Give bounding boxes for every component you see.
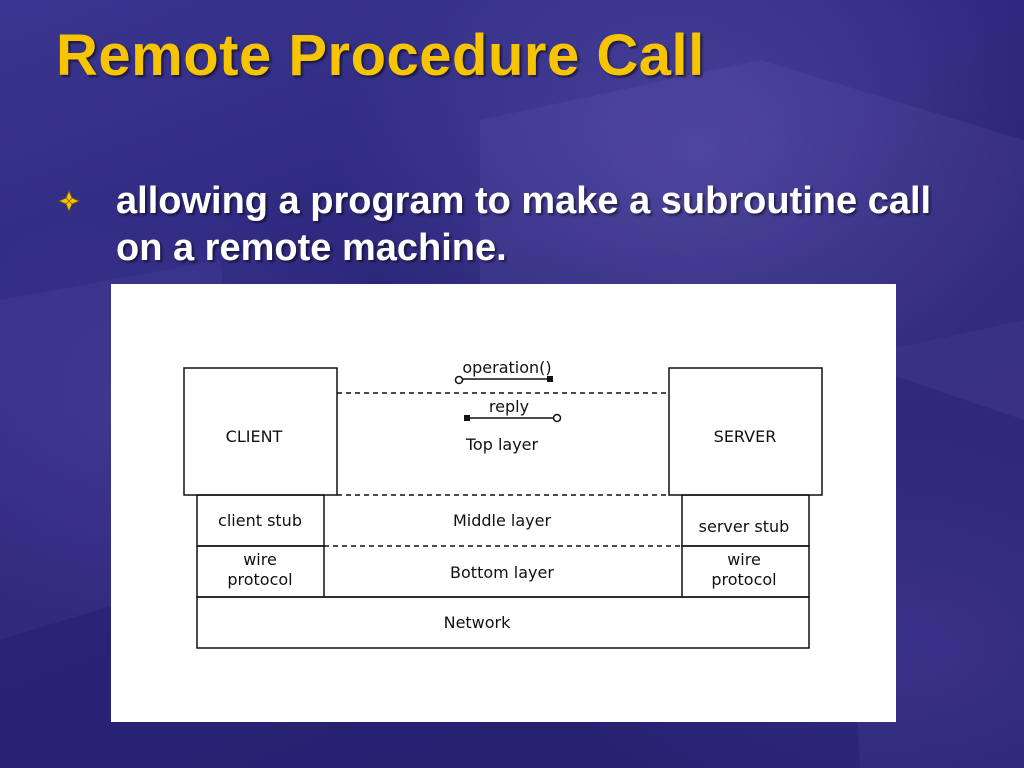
bullet-text: allowing a program to make a subroutine … — [116, 180, 932, 269]
server-label: SERVER — [714, 427, 777, 446]
client-label: CLIENT — [226, 427, 283, 446]
client-wire-label-line1: wire — [243, 550, 277, 569]
operation-arrow — [454, 375, 553, 385]
reply-arrow — [464, 413, 562, 423]
operation-label: operation() — [462, 358, 551, 377]
server-wire-label-line1: wire — [727, 550, 761, 569]
client-stub-label: client stub — [218, 511, 302, 530]
network-box — [196, 596, 810, 649]
reply-label: reply — [489, 397, 529, 416]
network-label: Network — [444, 613, 512, 632]
slide-title: Remote Procedure Call — [56, 23, 705, 88]
middle-layer-label: Middle layer — [453, 511, 552, 530]
client-wire-label-line2: protocol — [227, 570, 292, 589]
rpc-diagram: operation() reply Top layer CLIENT SERVE… — [111, 284, 896, 722]
server-wire-label-line2: protocol — [711, 570, 776, 589]
server-stub-label: server stub — [699, 517, 790, 536]
top-layer-label: Top layer — [465, 435, 539, 454]
bottom-layer-label: Bottom layer — [450, 563, 554, 582]
diamond-bullet-icon — [58, 190, 80, 212]
